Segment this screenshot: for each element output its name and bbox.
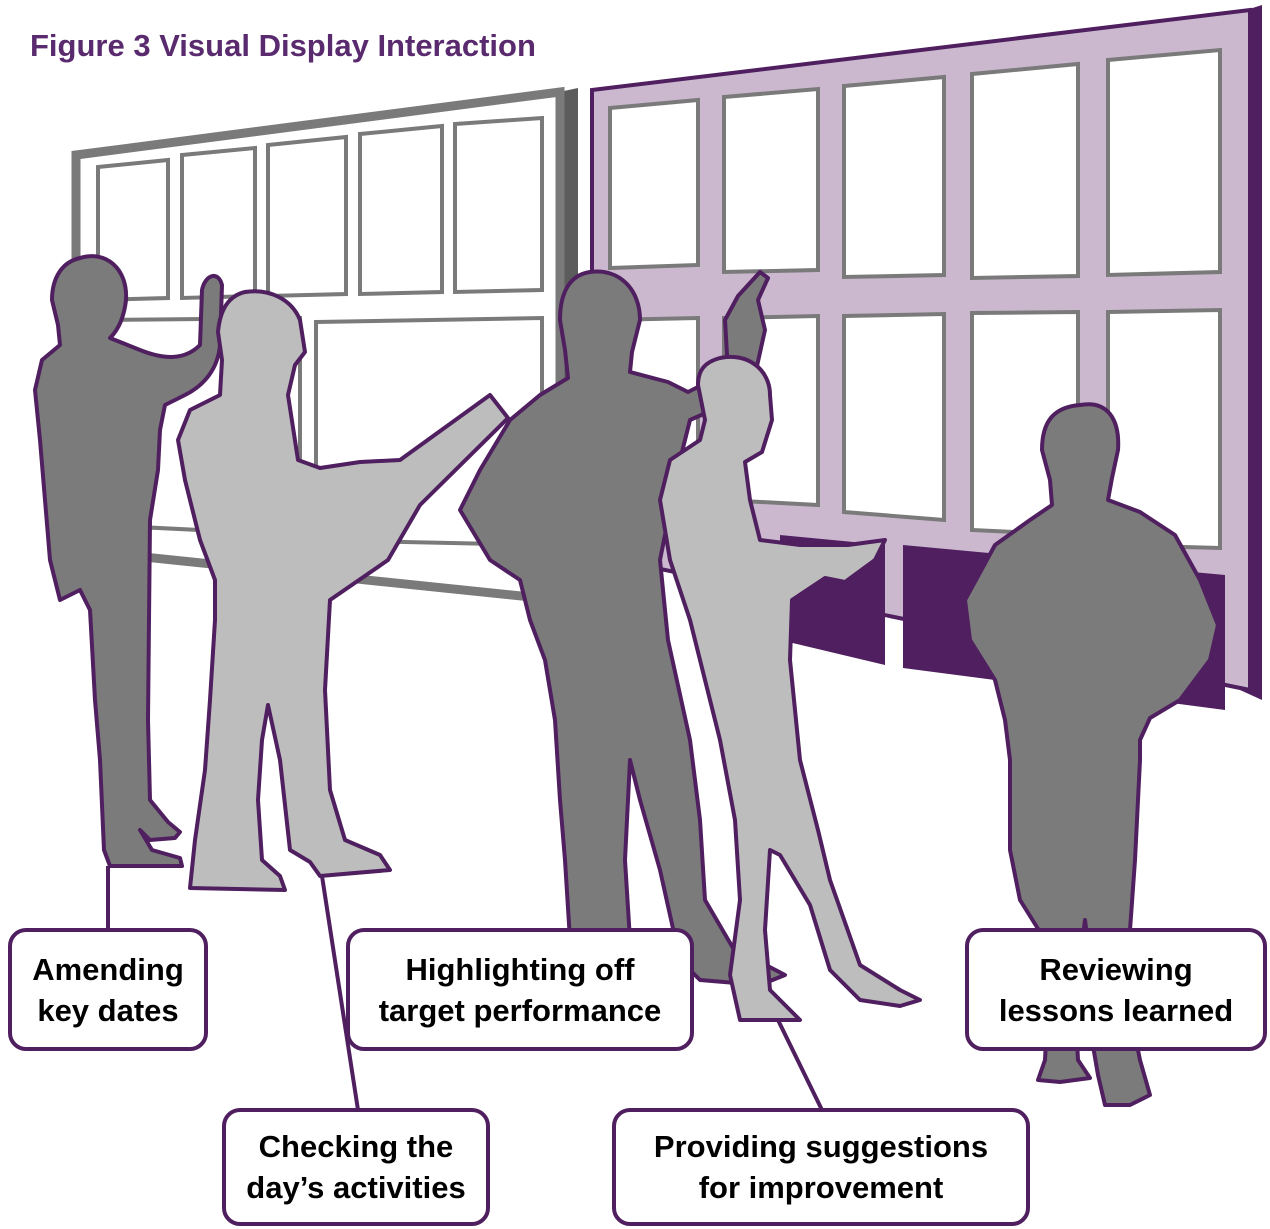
- leader-checking: [320, 875, 360, 1111]
- callout-providing-suggestions: Providing suggestions for improvement: [612, 1108, 1030, 1226]
- callout-amending-line1: Amending: [32, 951, 184, 987]
- callout-checking-activities: Checking the day’s activities: [222, 1108, 490, 1226]
- callout-highlighting-performance: Highlighting off target performance: [346, 928, 694, 1051]
- callout-amending-key-dates: Amending key dates: [8, 928, 208, 1051]
- callout-providing-line2: for improvement: [698, 1170, 944, 1205]
- callout-checking-line2: day’s activities: [246, 1170, 466, 1205]
- callout-highlighting-line1: Highlighting off: [405, 951, 635, 987]
- callout-highlighting-line2: target performance: [378, 992, 662, 1028]
- person-checking-silhouette: [176, 289, 510, 892]
- callout-providing-line1: Providing suggestions: [653, 1129, 989, 1164]
- callout-checking-line1: Checking the: [258, 1129, 454, 1164]
- person-highlighting-silhouette: [458, 269, 787, 987]
- callout-reviewing-line1: Reviewing: [1039, 951, 1193, 987]
- leader-providing: [776, 1019, 824, 1111]
- callout-amending-line2: key dates: [37, 992, 179, 1028]
- person-providing-silhouette: [658, 354, 922, 1022]
- callout-reviewing-line2: lessons learned: [998, 992, 1234, 1028]
- callout-reviewing-lessons: Reviewing lessons learned: [965, 928, 1267, 1051]
- figure-title: Figure 3 Visual Display Interaction: [30, 28, 536, 63]
